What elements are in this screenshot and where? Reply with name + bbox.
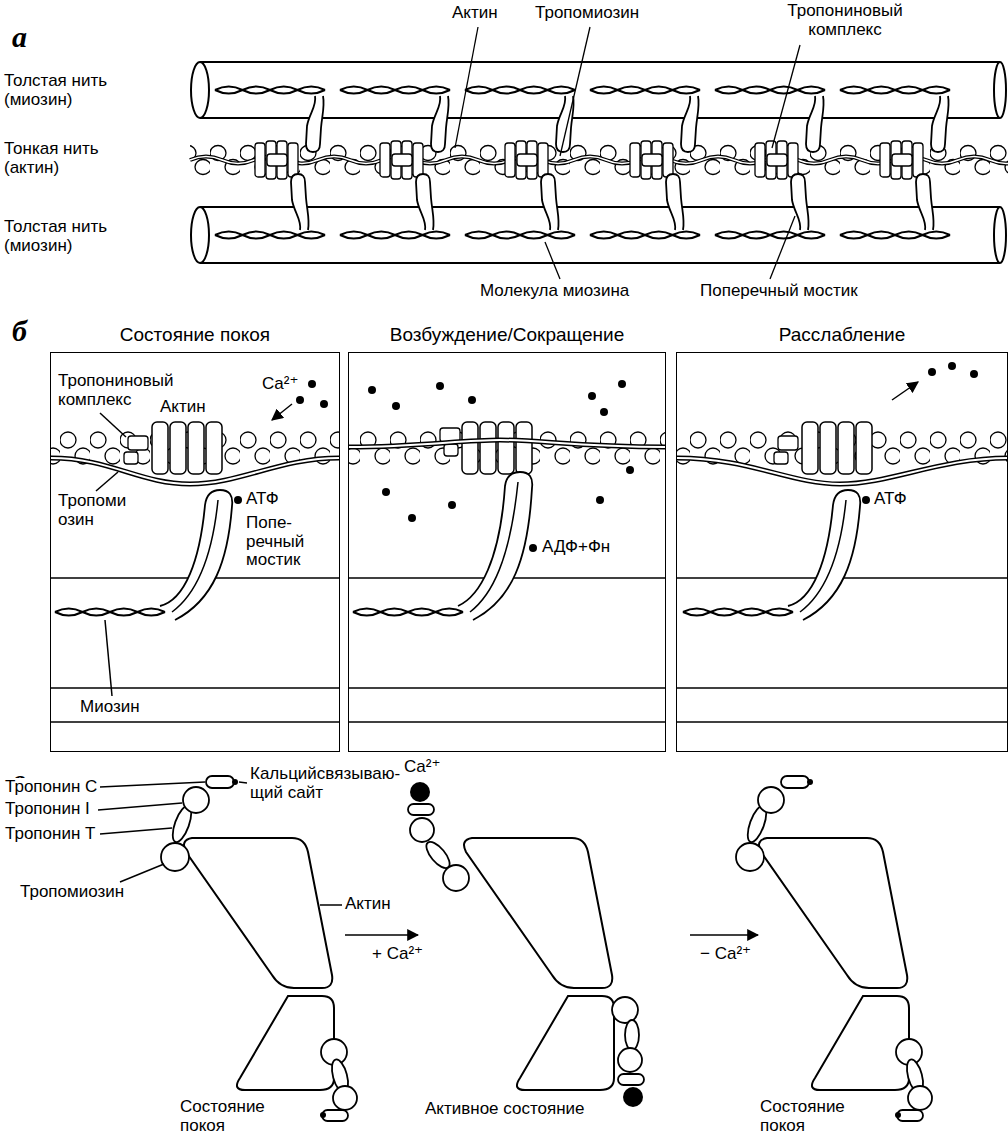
- part-label: Попе- речный мостик: [246, 514, 318, 570]
- part-label: Ca²⁺: [404, 758, 440, 777]
- part-label: АТФ: [246, 490, 279, 509]
- part-label: + Ca²⁺: [372, 945, 423, 964]
- part-label: Тропонин C: [5, 778, 97, 797]
- state-heading: Возбуждение/Сокращение: [348, 320, 666, 350]
- part-label: Тропоми озин: [58, 492, 133, 529]
- part-label: Тропомиозин: [535, 4, 639, 23]
- panel-letter: б: [12, 316, 27, 346]
- panel-frame: [676, 352, 1008, 752]
- part-label: Толстая нить (миозин): [4, 72, 129, 109]
- part-label: Состояние покоя: [180, 1098, 285, 1135]
- state-heading: Расслабление: [676, 320, 1008, 350]
- part-label: Толстая нить (миозин): [4, 218, 129, 255]
- part-label: Тропомиозин: [20, 883, 124, 902]
- part-label: Ca²⁺: [262, 375, 298, 394]
- part-label: АДФ+Фн: [542, 538, 610, 557]
- part-label: Поперечный мостик: [700, 282, 858, 301]
- part-label: Актин: [160, 398, 206, 417]
- part-label: Активное состояние: [425, 1100, 585, 1119]
- part-label: − Ca²⁺: [700, 945, 751, 964]
- part-label: Состояние покоя: [760, 1098, 865, 1135]
- part-label: Тропонин I: [5, 800, 90, 819]
- part-label: Тропониновый комплекс: [770, 2, 920, 39]
- part-label: Тропонин T: [5, 825, 95, 844]
- part-label: Молекула миозина: [480, 282, 629, 301]
- part-label: Актин: [345, 895, 391, 914]
- panel-frame: [348, 352, 666, 752]
- part-label: АТФ: [874, 490, 907, 509]
- state-heading: Состояние покоя: [50, 320, 340, 350]
- part-label: Миозин: [80, 698, 140, 717]
- state-panel: Возбуждение/Сокращение: [348, 320, 666, 752]
- part-label: Тонкая нить (актин): [4, 140, 129, 177]
- panel-letter: а: [12, 22, 27, 52]
- part-label: Кальцийсвязываю- щий сайт: [250, 765, 410, 802]
- part-label: Актин: [452, 4, 498, 23]
- state-panel: Расслабление: [676, 320, 1008, 752]
